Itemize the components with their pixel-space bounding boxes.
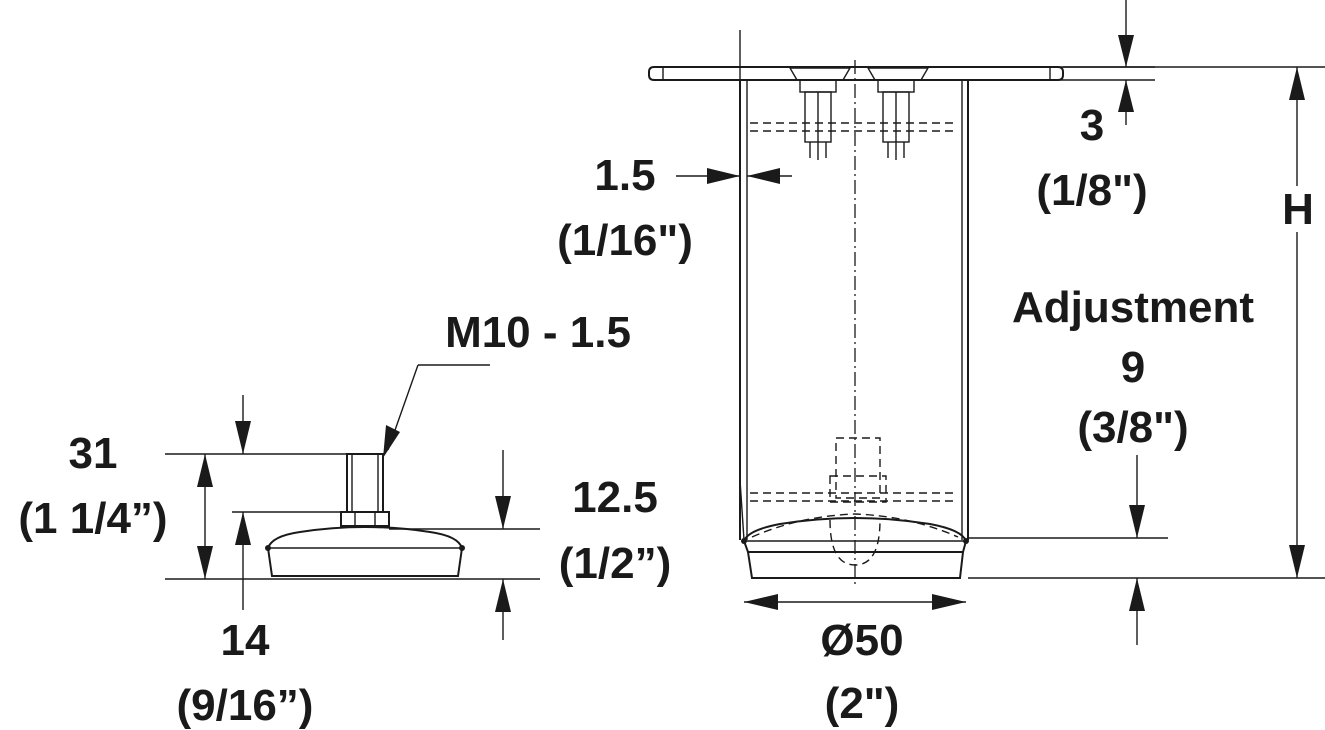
dim-plate-thickness bbox=[1058, 0, 1155, 125]
adjustment-value-label: 9 bbox=[1121, 343, 1145, 392]
mounting-screw-left bbox=[788, 67, 852, 160]
adjustment-inch-label: (3/8") bbox=[1077, 403, 1188, 452]
plate-thickness-label: 3 bbox=[1080, 101, 1104, 150]
leg-tube bbox=[739, 30, 969, 540]
glide-base-label: 14 bbox=[221, 616, 270, 665]
plate-thickness-inch-label: (1/8") bbox=[1036, 166, 1147, 215]
glide-height-label: 12.5 bbox=[572, 473, 658, 522]
internal-hidden-lines bbox=[750, 122, 958, 502]
mounting-plate bbox=[648, 66, 1064, 81]
diameter-inch-label: (2") bbox=[825, 679, 900, 728]
dim-wall-thickness bbox=[676, 168, 792, 184]
dim-height bbox=[968, 66, 1325, 579]
glide-base bbox=[266, 526, 464, 577]
glide-height-inch-label: (1/2”) bbox=[559, 539, 671, 588]
total-height-inch-label: (1 1/4”) bbox=[18, 494, 167, 543]
leg-assembly bbox=[648, 30, 1064, 585]
wall-thickness-label: 1.5 bbox=[594, 151, 655, 200]
dim-diameter bbox=[744, 594, 966, 610]
wall-thickness-inch-label: (1/16") bbox=[557, 216, 693, 265]
glide-base-inch-label: (9/16”) bbox=[177, 681, 314, 730]
glide-detail bbox=[165, 364, 540, 640]
total-height-label: 31 bbox=[69, 429, 118, 478]
leg-glide-foot bbox=[741, 513, 969, 579]
height-label: H bbox=[1282, 185, 1314, 234]
dim-adjustment bbox=[968, 455, 1168, 645]
hex-nut bbox=[340, 511, 390, 527]
mounting-screw-right bbox=[866, 67, 930, 160]
diameter-label: Ø50 bbox=[820, 616, 903, 665]
thread-spec-label: M10 - 1.5 bbox=[445, 308, 631, 357]
adjuster-bolt bbox=[829, 437, 887, 566]
adjustment-label: Adjustment bbox=[1012, 283, 1254, 332]
